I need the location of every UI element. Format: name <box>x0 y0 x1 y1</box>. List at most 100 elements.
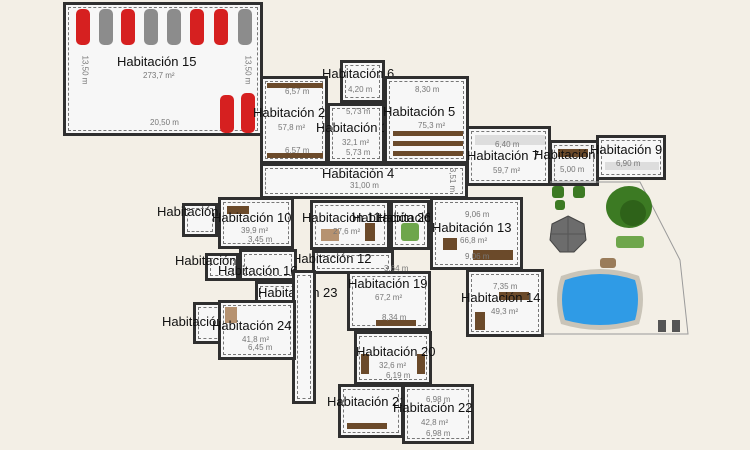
room-20-label: Habitación 20 <box>356 344 436 359</box>
room-21[interactable] <box>338 384 404 438</box>
room-2-area: 57,8 m² <box>278 123 306 132</box>
room-9[interactable] <box>596 135 666 180</box>
car-icon <box>167 9 181 45</box>
room-10a[interactable] <box>182 203 218 237</box>
car-icon <box>76 9 90 45</box>
furniture-shelf <box>267 153 323 158</box>
room-22-label: Habitación 22 <box>393 400 473 415</box>
room-10b-label: Habitación 10 <box>212 210 292 225</box>
garden-outline <box>544 181 689 335</box>
room-19-area: 67,2 m² <box>375 293 403 302</box>
room-15-label: Habitación 15 <box>117 54 197 69</box>
furniture-desk <box>499 292 529 300</box>
room-13[interactable] <box>430 197 523 270</box>
room-26[interactable] <box>390 200 430 250</box>
room-1-dim-bottom: 5,73 m <box>346 148 371 157</box>
room-22[interactable] <box>402 384 474 444</box>
room-7[interactable] <box>466 126 551 186</box>
plant-icon <box>573 186 585 198</box>
room-24[interactable] <box>218 300 296 360</box>
stall <box>605 162 659 170</box>
room-20-area: 32,6 m² <box>379 361 407 370</box>
room-11-label: Habitación 11 <box>302 210 381 225</box>
room-22-area: 42,8 m² <box>421 418 449 427</box>
room-2-label: Habitación 2 <box>253 105 326 120</box>
car-icon <box>238 9 252 45</box>
room-21-label: Habitación 21 <box>327 394 407 409</box>
room-18[interactable] <box>205 253 239 281</box>
tree-icon <box>620 200 646 226</box>
room-7-dim: 6,40 m <box>495 140 520 149</box>
furniture-shelf <box>267 83 323 88</box>
furniture-cabinet <box>417 354 425 374</box>
room-13-area: 66,8 m² <box>460 236 488 245</box>
furniture-table <box>443 238 457 250</box>
room-5-area: 75,3 m² <box>418 121 446 130</box>
room-20[interactable] <box>354 331 432 385</box>
car-icon <box>241 93 255 133</box>
room-10b-area: 39,9 m² <box>241 226 269 235</box>
room-18-label: Habitación 18 <box>175 253 255 268</box>
room-5[interactable] <box>384 76 469 164</box>
furniture-bench <box>393 141 463 146</box>
room-16[interactable] <box>239 249 297 281</box>
furniture-bench <box>347 423 387 429</box>
room-6-dim: 4,20 m <box>348 85 373 94</box>
room-1-label: Habitación 1 <box>316 120 389 135</box>
car-icon <box>99 9 113 45</box>
room-13-label: Habitación 13 <box>432 220 512 235</box>
furniture-desk <box>227 206 249 214</box>
room-2-dim-bottom: 6,57 m <box>285 146 310 155</box>
room-1-area: 32,1 m² <box>342 138 370 147</box>
car-icon <box>144 9 158 45</box>
room-6[interactable] <box>340 60 385 103</box>
room-1-dim-top: 5,73 m <box>346 107 371 116</box>
room-14-label: Habitación 14 <box>461 290 541 305</box>
furniture-cabinet <box>361 354 369 374</box>
room-14[interactable] <box>466 269 544 337</box>
furniture-bed <box>558 149 588 157</box>
car-icon <box>121 9 135 45</box>
plant-icon <box>600 258 616 268</box>
room-10b-dim: 3,45 m <box>248 235 273 244</box>
room-22-dim-bottom: 6,98 m <box>426 429 451 438</box>
hedge-icon <box>616 236 644 248</box>
room-2[interactable] <box>260 76 328 164</box>
room-4[interactable] <box>260 163 468 199</box>
furniture-bed <box>225 307 237 323</box>
room-5-label: Habitación 5 <box>383 104 456 119</box>
room-20-dim: 6,19 m <box>386 371 411 380</box>
furniture-table <box>473 250 513 260</box>
room-12-label: Habitación 12 <box>292 251 372 266</box>
room-14-dim: 7,35 m <box>493 282 518 291</box>
room-13-dim-top: 9,06 m <box>465 210 490 219</box>
room-8-dim: 5,00 m <box>560 165 585 174</box>
room-2-dim-top: 6,57 m <box>285 87 310 96</box>
room-15-dim-right: 13,50 m <box>243 55 253 85</box>
room-11-area: 27,6 m² <box>333 227 361 236</box>
room-15[interactable] <box>63 2 263 136</box>
plant-icon <box>555 200 565 210</box>
room-10a-label: Habitación 10 <box>157 204 237 219</box>
room-26-label: Habitación 26 <box>352 210 432 225</box>
room-15-dim-left: 13,50 m <box>80 55 90 85</box>
pool <box>557 269 643 330</box>
room-10b[interactable] <box>218 197 294 249</box>
room-7-area: 59,7 m² <box>493 166 521 175</box>
room-5-dim: 8,30 m <box>415 85 440 94</box>
furniture-table <box>321 229 339 241</box>
room-19[interactable] <box>347 271 431 331</box>
room-9-label: Habitación 9 <box>590 142 663 157</box>
room-11[interactable] <box>310 200 390 250</box>
stall <box>475 135 545 145</box>
room-24-dim: 6,45 m <box>248 343 273 352</box>
room-1[interactable] <box>327 103 385 164</box>
room-9-dim: 6,90 m <box>616 159 641 168</box>
room-13-dim-bottom: 9,06 m <box>465 252 490 261</box>
room-4-label: Habitación 4 <box>322 166 395 181</box>
furniture-bench <box>393 131 463 136</box>
room-16-label: Habitación 16 <box>218 263 298 278</box>
room-19-label: Habitación 19 <box>348 276 428 291</box>
room-19-dim: 8,34 m <box>382 313 407 322</box>
